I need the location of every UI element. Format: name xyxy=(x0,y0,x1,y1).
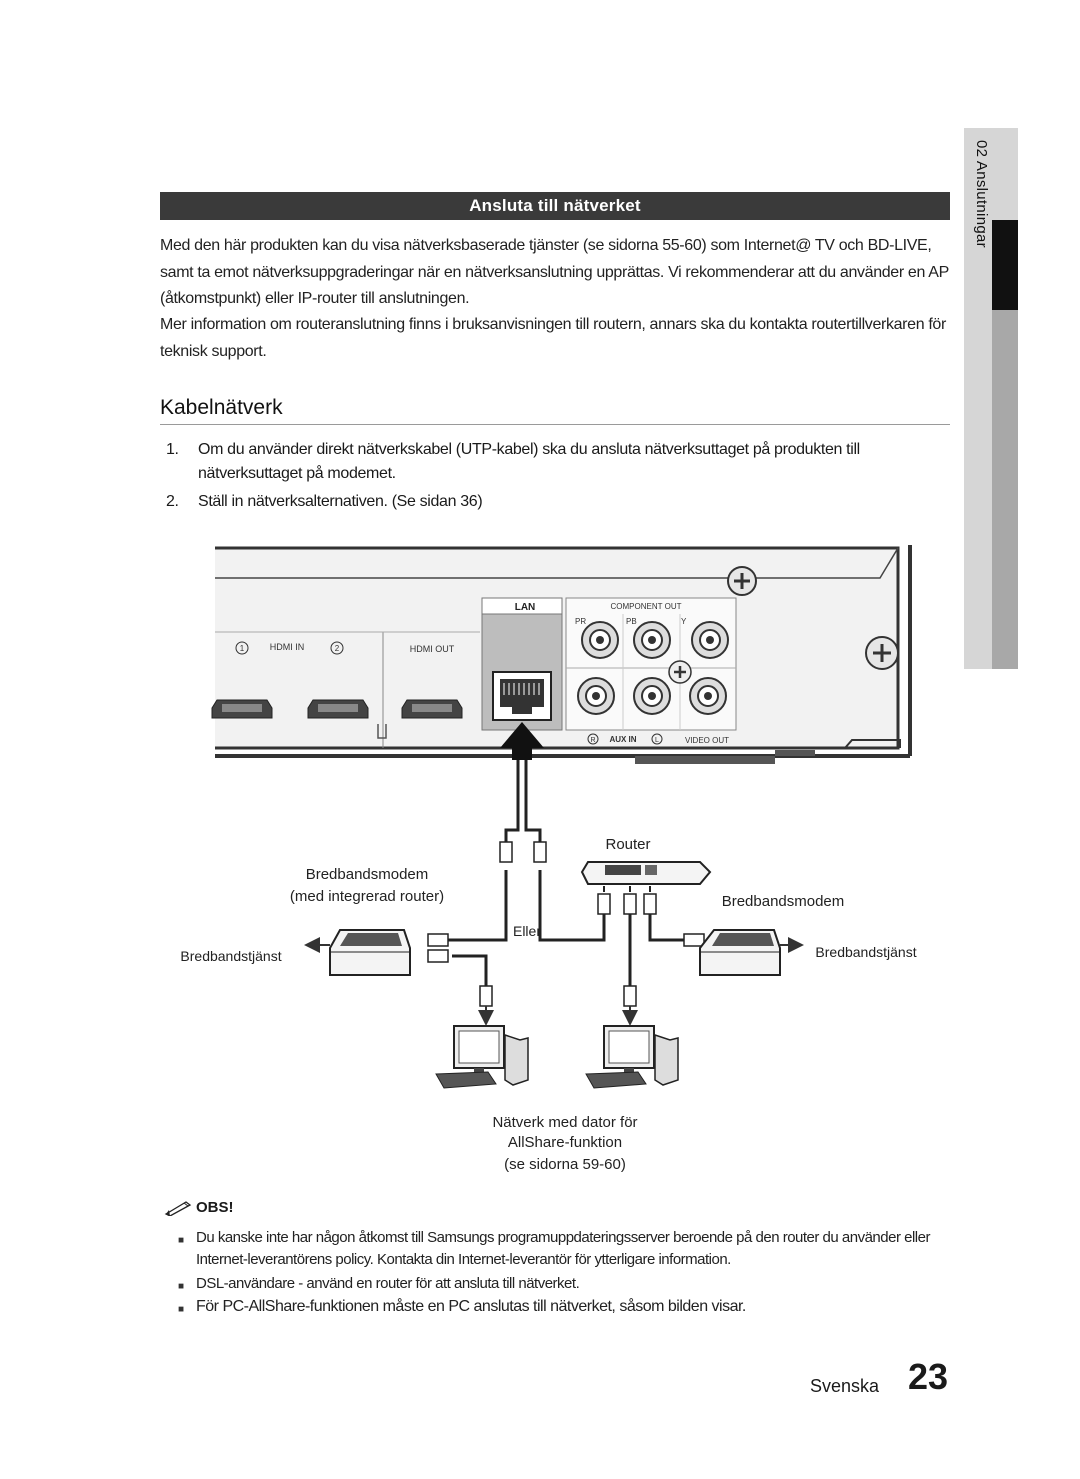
screw-icon xyxy=(668,660,692,684)
modem-integrated-label: Bredbandsmodem xyxy=(306,866,429,883)
router-info-paragraph: Mer information om routeranslutning finn… xyxy=(160,316,946,360)
hdmi-port-icon xyxy=(211,699,273,719)
hdmi-in-1-label: 1 xyxy=(240,644,245,653)
rca-jack-icon xyxy=(577,677,615,715)
service-right-label: Bredbandstjänst xyxy=(815,944,916,960)
note-text: Du kanske inte har någon åtkomst till Sa… xyxy=(196,1229,930,1268)
component-out-block: COMPONENT OUT PR PB Y R AUX IN L VIDEO O… xyxy=(565,597,737,745)
hdmi-in-2-label: 2 xyxy=(335,644,340,653)
lan-label: LAN xyxy=(515,602,536,613)
note-text: DSL-användare - använd en router för att… xyxy=(196,1275,580,1292)
router-label: Router xyxy=(605,836,650,853)
connection-arrow-icon xyxy=(500,722,544,760)
hdmi-port-icon xyxy=(401,699,463,719)
video-out-label: VIDEO OUT xyxy=(685,736,729,745)
chapter-label: 02 Anslutningar xyxy=(973,140,990,248)
notes-heading: OBS! xyxy=(164,1198,234,1216)
step-text: Om du använder direkt nätverkskabel (UTP… xyxy=(198,441,860,482)
computer-icon xyxy=(435,1025,529,1089)
hdmi-in-text: HDMI IN xyxy=(270,642,305,652)
pc-caption-line1: Nätverk med dator för xyxy=(492,1114,637,1131)
modem-integrated-sublabel: (med integrerad router) xyxy=(290,888,444,905)
rca-jack-icon xyxy=(633,621,671,659)
aux-l-label: L xyxy=(655,737,659,744)
hdmi-out-label: HDMI OUT xyxy=(410,644,455,654)
rca-jack-icon xyxy=(633,677,671,715)
page-number: 23 xyxy=(908,1356,949,1397)
or-label: Eller xyxy=(513,923,541,939)
screw-icon xyxy=(865,636,899,670)
device-back-panel: 1 HDMI IN 2 HDMI OUT LAN xyxy=(211,545,912,764)
section-title: Ansluta till nätverket xyxy=(160,192,950,220)
rca-jack-icon xyxy=(581,621,619,659)
step-number: 1. xyxy=(166,441,179,458)
step-text: Ställ in nätverksalternativen. (Se sidan… xyxy=(198,493,483,510)
pencil-note-icon xyxy=(164,1201,192,1216)
notes-label: OBS! xyxy=(196,1198,234,1216)
note-bullet-icon: ■ xyxy=(178,1304,184,1315)
computer-icon xyxy=(585,1025,679,1089)
hdmi-port-icon xyxy=(307,699,369,719)
note-bullet-icon: ■ xyxy=(178,1235,184,1246)
chapter-tab-marker xyxy=(992,220,1018,310)
y-label: Y xyxy=(681,617,687,626)
note-item: ■ Du kanske inte har någon åtkomst till … xyxy=(178,1227,958,1271)
pc-caption-line3: (se sidorna 59-60) xyxy=(504,1156,626,1173)
service-left-label: Bredbandstjänst xyxy=(180,948,281,964)
rca-jack-icon xyxy=(689,677,727,715)
rj45-plug-icons xyxy=(427,841,705,1007)
pb-label: PB xyxy=(626,617,637,626)
note-item: ■ DSL-användare - använd en router för a… xyxy=(178,1273,958,1298)
lan-port: LAN xyxy=(481,597,563,731)
modem-label: Bredbandsmodem xyxy=(722,893,845,910)
subsection-heading: Kabelnätverk xyxy=(160,396,950,425)
footer-language: Svenska xyxy=(810,1376,880,1396)
note-item: ■ För PC-AllShare-funktionen måste en PC… xyxy=(178,1296,958,1321)
note-bullet-icon: ■ xyxy=(178,1281,184,1292)
note-text: För PC-AllShare-funktionen måste en PC a… xyxy=(196,1298,746,1315)
aux-r-label: R xyxy=(590,737,595,744)
rca-jack-icon xyxy=(691,621,729,659)
chapter-tab-strip xyxy=(992,310,1018,669)
screw-icon xyxy=(727,566,757,596)
component-out-label: COMPONENT OUT xyxy=(611,602,682,611)
router-icon xyxy=(580,861,712,892)
modem-integrated-icon xyxy=(329,929,411,976)
aux-in-label: AUX IN xyxy=(609,735,636,744)
step-item: 2. Ställ in nätverksalternativen. (Se si… xyxy=(160,490,950,514)
step-item: 1. Om du använder direkt nätverkskabel (… xyxy=(160,438,950,486)
step-number: 2. xyxy=(166,493,179,510)
pc-caption-line2: AllShare-funktion xyxy=(508,1134,622,1151)
hdmi-in-label: 1 HDMI IN 2 xyxy=(235,641,344,655)
pr-label: PR xyxy=(575,617,586,626)
network-diagram: 1 HDMI IN 2 HDMI OUT LAN xyxy=(180,545,917,1173)
network-cables xyxy=(448,760,684,990)
modem-icon xyxy=(699,929,781,976)
intro-paragraph: Med den här produkten kan du visa nätver… xyxy=(160,237,949,307)
